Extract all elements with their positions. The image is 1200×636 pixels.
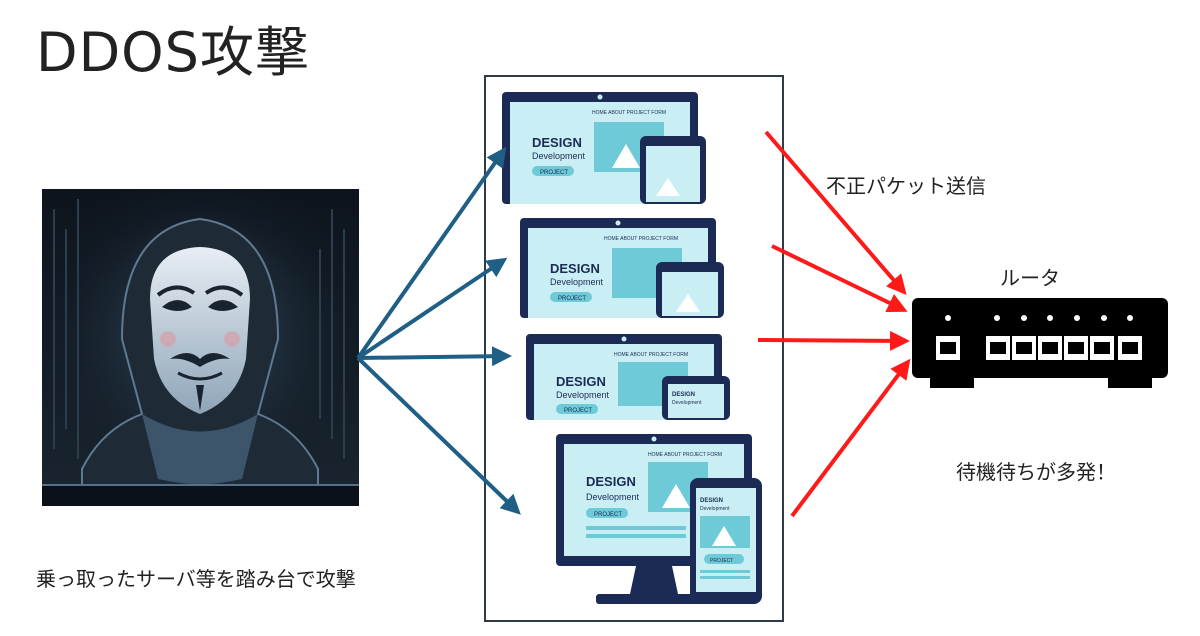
- packet-arrow-1: [764, 130, 907, 296]
- mockup-button: PROJECT: [564, 408, 592, 414]
- mockup-nav: HOME ABOUT PROJECT FORM: [614, 352, 688, 358]
- mockup-nav: HOME ABOUT PROJECT FORM: [592, 110, 666, 116]
- phone-sub: Development: [672, 400, 702, 406]
- label-malicious-packets: 不正パケット送信: [826, 174, 986, 198]
- mockup-heading: DESIGN: [556, 374, 606, 389]
- device-mockup-2: HOME ABOUT PROJECT FORM DESIGN Developme…: [520, 218, 724, 318]
- mockup-nav: HOME ABOUT PROJECT FORM: [604, 236, 678, 242]
- attack-arrow-3: [357, 346, 512, 367]
- mockup-button: PROJECT: [558, 296, 586, 302]
- caption-stepping-stone: 乗っ取ったサーバ等を踏み台で攻撃: [36, 567, 356, 591]
- mockup-sub: Development: [586, 492, 640, 502]
- phone-heading: DESIGN: [672, 392, 695, 398]
- compromised-devices-frame: [484, 75, 784, 622]
- mockup-button: PROJECT: [594, 512, 622, 518]
- attack-arrow-2: [356, 257, 508, 360]
- phone-sub: Development: [700, 506, 730, 512]
- phone-heading: DESIGN: [700, 498, 723, 504]
- mockup-heading: DESIGN: [532, 135, 582, 150]
- packet-arrow-3: [757, 330, 910, 351]
- device-mockup-4: HOME ABOUT PROJECT FORM DESIGN Developme…: [556, 434, 762, 604]
- router-icon: [912, 298, 1168, 388]
- mockup-heading: DESIGN: [550, 261, 600, 276]
- packet-arrow-2: [771, 244, 908, 313]
- mockup-sub: Development: [550, 277, 604, 287]
- mockup-nav: HOME ABOUT PROJECT FORM: [648, 452, 722, 458]
- mockup-sub: Development: [532, 151, 586, 161]
- phone-button: PROJECT: [710, 558, 733, 564]
- device-mockup-3: HOME ABOUT PROJECT FORM DESIGN Developme…: [526, 334, 730, 420]
- packet-arrow-4: [790, 358, 911, 518]
- mockup-heading: DESIGN: [586, 474, 636, 489]
- mockup-sub: Development: [556, 390, 610, 400]
- mockup-button: PROJECT: [540, 170, 568, 176]
- attack-arrow-1: [356, 146, 507, 360]
- attack-arrow-4: [356, 356, 521, 515]
- hacker-illustration: [42, 189, 359, 506]
- label-wait-overload: 待機待ちが多発！: [956, 460, 1116, 484]
- device-mockup-1: HOME ABOUT PROJECT FORM DESIGN Developme…: [502, 92, 706, 204]
- page-title: DDOS攻撃: [36, 21, 310, 84]
- label-router: ルータ: [1000, 266, 1060, 290]
